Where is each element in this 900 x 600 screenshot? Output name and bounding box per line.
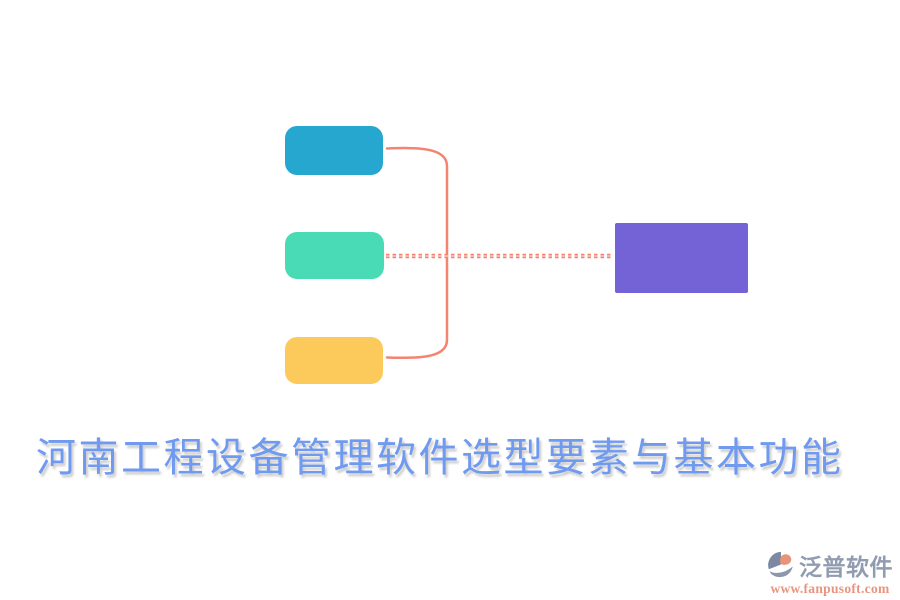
watermark: 泛普软件 www.fanpusoft.com [766, 548, 894, 597]
connector-bracket [385, 146, 449, 359]
node-top [285, 126, 383, 175]
node-right [615, 223, 748, 293]
node-middle [285, 232, 384, 279]
fanpu-logo-icon [768, 551, 793, 578]
watermark-brand: 泛普软件 [799, 555, 893, 580]
page-title: 河南工程设备管理软件选型要素与基本功能 [36, 435, 844, 480]
node-bottom [285, 337, 383, 384]
watermark-url: www.fanpusoft.com [770, 581, 890, 596]
